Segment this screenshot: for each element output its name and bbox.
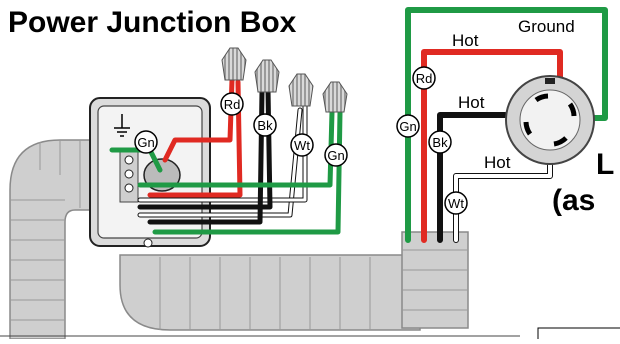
hot-label-2: Hot [458,93,485,112]
flexible-conduit [9,139,469,340]
wire-nut-green [322,81,348,113]
badge-bk-box-text: Bk [257,118,273,133]
cropped-text-line2: (as [552,184,596,217]
ground-label: Ground [518,17,575,36]
twist-lock-receptacle [505,75,595,165]
wire-nut-white [288,73,314,107]
badge-wt-box-text: Wt [294,138,310,153]
badge-wt-box: Wt [290,133,314,157]
badge-bk-right-text: Bk [432,135,448,150]
badge-gn-box-text: Gn [137,135,154,150]
wire-label-badges: Gn Rd Bk Wt Gn Gn Rd Bk [134,66,468,215]
junction-box [89,97,211,248]
badge-gn-nut-text: Gn [327,148,344,163]
conductor-labels: Ground Hot Hot Hot [452,17,575,172]
ground-symbol-icon [114,114,130,137]
badge-bk-box: Bk [253,113,277,137]
badge-bk-right: Bk [428,130,452,154]
badge-wt-right-text: Wt [448,196,464,211]
badge-gn-right-text: Gn [399,119,416,134]
badge-rd-right: Rd [412,66,436,90]
badge-rd-box: Rd [220,92,244,116]
cropped-panel [537,327,620,343]
wire-nut-red [221,47,247,81]
badge-gn-right: Gn [396,114,420,138]
badge-rd-box-text: Rd [224,97,241,112]
wire-nuts [221,47,348,113]
hot-label-1: Hot [452,31,479,50]
page-title: Power Junction Box [8,6,297,39]
badge-rd-right-text: Rd [416,71,433,86]
wire-nut-black [254,59,280,93]
cropped-text-line1: L [596,148,615,181]
badge-gn-nut: Gn [324,143,348,167]
badge-gn-box: Gn [134,130,158,154]
hot-label-3: Hot [484,153,511,172]
badge-wt-right: Wt [444,191,468,215]
